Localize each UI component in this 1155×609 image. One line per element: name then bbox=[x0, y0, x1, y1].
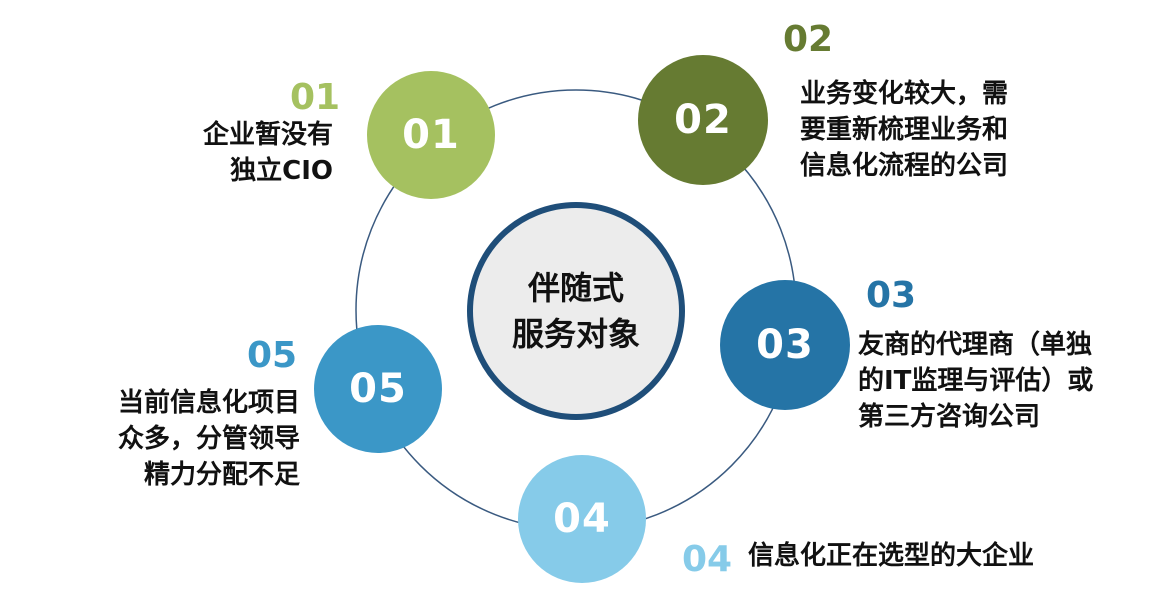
center-circle: 伴随式 服务对象 bbox=[467, 202, 685, 420]
bubble-01-label: 01 bbox=[402, 112, 460, 158]
item-05-number: 05 bbox=[247, 335, 298, 376]
item-03-line-3: 第三方咨询公司 bbox=[858, 402, 1041, 432]
bubble-05-label: 05 bbox=[349, 366, 407, 412]
bubble-04: 04 bbox=[518, 455, 646, 583]
item-05-line-1: 当前信息化项目 bbox=[117, 388, 300, 418]
item-05-line-3: 精力分配不足 bbox=[143, 460, 300, 490]
item-01-line-1: 企业暂没有 bbox=[202, 120, 333, 150]
item-05-description: 当前信息化项目 众多，分管领导 精力分配不足 bbox=[118, 385, 300, 493]
item-01-number: 01 bbox=[290, 77, 341, 118]
item-04-line-1: 信息化正在选型的大企业 bbox=[748, 541, 1035, 571]
item-04-description: 信息化正在选型的大企业 bbox=[748, 538, 1034, 574]
bubble-03-label: 03 bbox=[756, 322, 814, 368]
item-02-line-1: 业务变化较大，需 bbox=[800, 79, 1009, 109]
bubble-03: 03 bbox=[720, 280, 850, 410]
bubble-01: 01 bbox=[367, 71, 495, 199]
item-01-description: 企业暂没有 独立CIO bbox=[203, 117, 333, 189]
item-05-line-2: 众多，分管领导 bbox=[117, 424, 300, 454]
item-03-line-2: 的IT监理与评估）或 bbox=[858, 366, 1094, 396]
bubble-02-label: 02 bbox=[674, 97, 732, 143]
item-01-line-2: 独立CIO bbox=[230, 156, 333, 186]
bubble-04-label: 04 bbox=[553, 496, 611, 542]
bubble-02: 02 bbox=[638, 55, 768, 185]
bubble-05: 05 bbox=[314, 325, 442, 453]
item-02-line-3: 信息化流程的公司 bbox=[800, 151, 1009, 181]
center-title-line1: 伴随式 bbox=[527, 269, 624, 307]
item-02-number: 02 bbox=[783, 19, 834, 60]
item-02-line-2: 要重新梳理业务和 bbox=[800, 115, 1009, 145]
item-02-description: 业务变化较大，需 要重新梳理业务和 信息化流程的公司 bbox=[800, 76, 1008, 184]
item-03-description: 友商的代理商（单独 的IT监理与评估）或 第三方咨询公司 bbox=[858, 327, 1093, 435]
item-04-number: 04 bbox=[682, 539, 733, 580]
center-title-line2: 服务对象 bbox=[511, 315, 640, 353]
item-03-line-1: 友商的代理商（单独 bbox=[858, 330, 1093, 360]
item-03-number: 03 bbox=[866, 275, 917, 316]
